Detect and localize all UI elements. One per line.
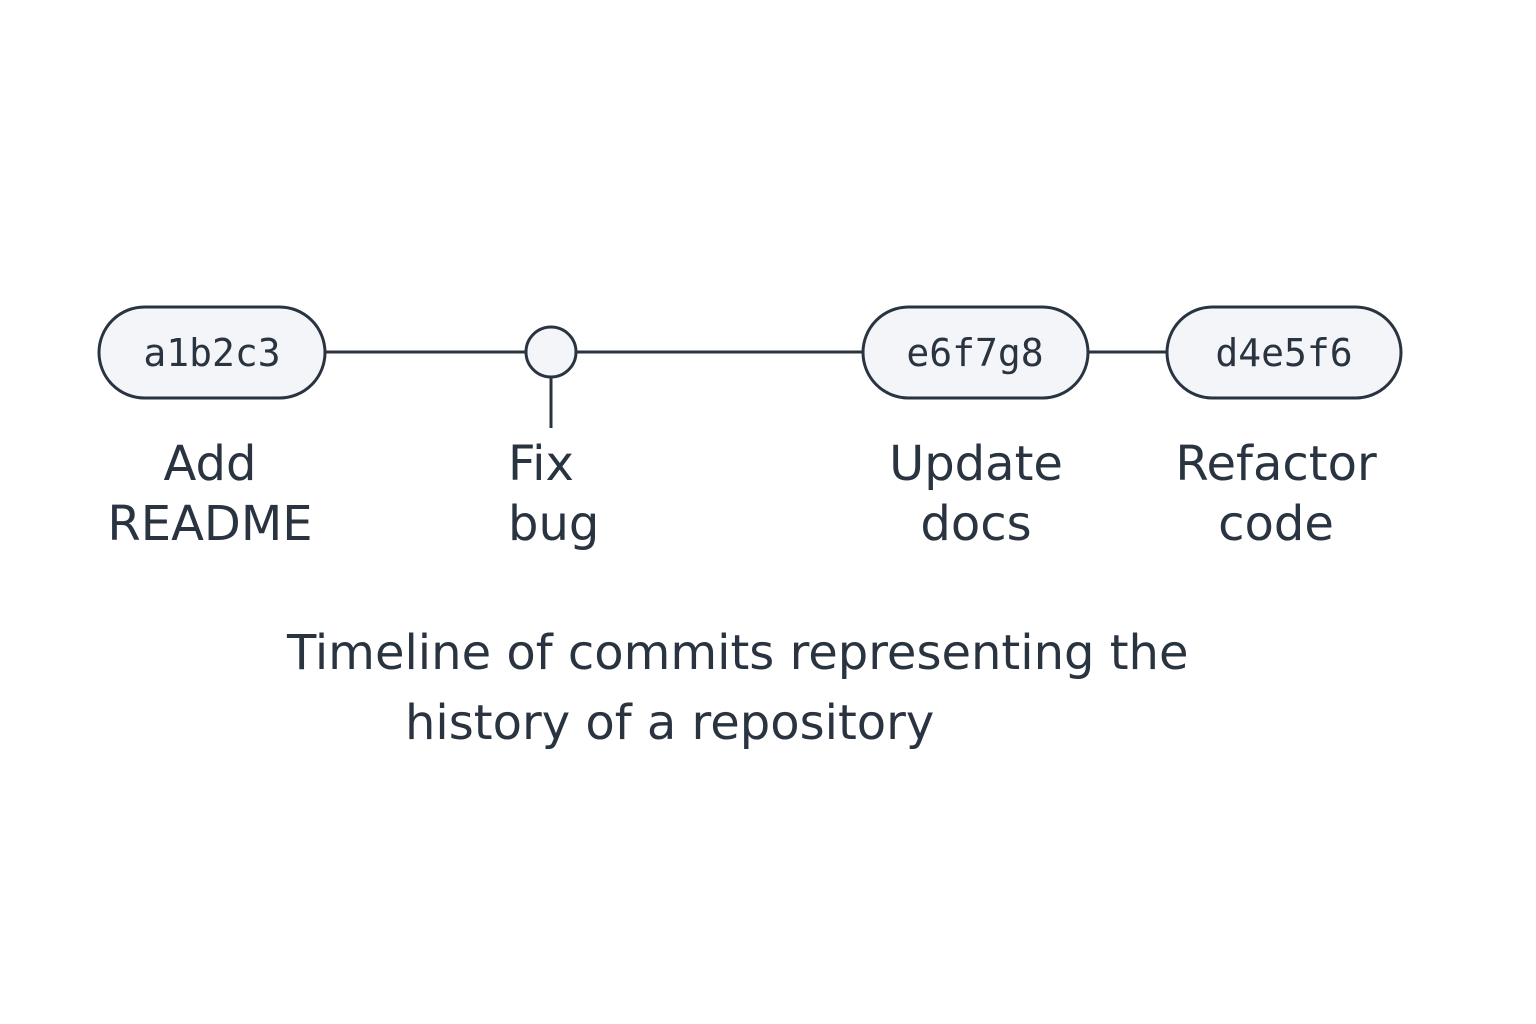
commit-message-2-line1: Fix <box>508 436 574 492</box>
caption-line-2: history of a repository <box>405 695 935 751</box>
commit-hash-4: d4e5f6 <box>1215 331 1352 375</box>
commit-node-3[interactable]: e6f7g8 <box>861 305 1090 400</box>
commit-hash-1: a1b2c3 <box>143 331 280 375</box>
commit-message-3-line2: docs <box>920 496 1032 552</box>
commit-message-1-line2: README <box>107 496 313 552</box>
commit-message-2-line2: bug <box>508 496 600 552</box>
commit-message-3-line1: Update <box>889 436 1063 492</box>
commit-node-4[interactable]: d4e5f6 <box>1165 305 1403 400</box>
commit-message-4: Refactor code <box>1175 434 1376 554</box>
commit-message-1: Add README <box>107 434 312 554</box>
commit-node-2[interactable] <box>524 325 578 379</box>
commit-message-4-line2: code <box>1218 496 1334 552</box>
diagram-caption: Timeline of commits representing the his… <box>287 618 1247 758</box>
commit-node-1[interactable]: a1b2c3 <box>97 305 327 400</box>
commit-message-3: Update docs <box>889 434 1063 554</box>
commit-message-1-line1: Add <box>163 436 257 492</box>
commit-message-4-line1: Refactor <box>1175 436 1377 492</box>
commit-hash-3: e6f7g8 <box>906 331 1043 375</box>
caption-line-1: Timeline of commits representing the <box>287 625 1189 681</box>
commit-message-2: Fix bug <box>508 434 599 554</box>
